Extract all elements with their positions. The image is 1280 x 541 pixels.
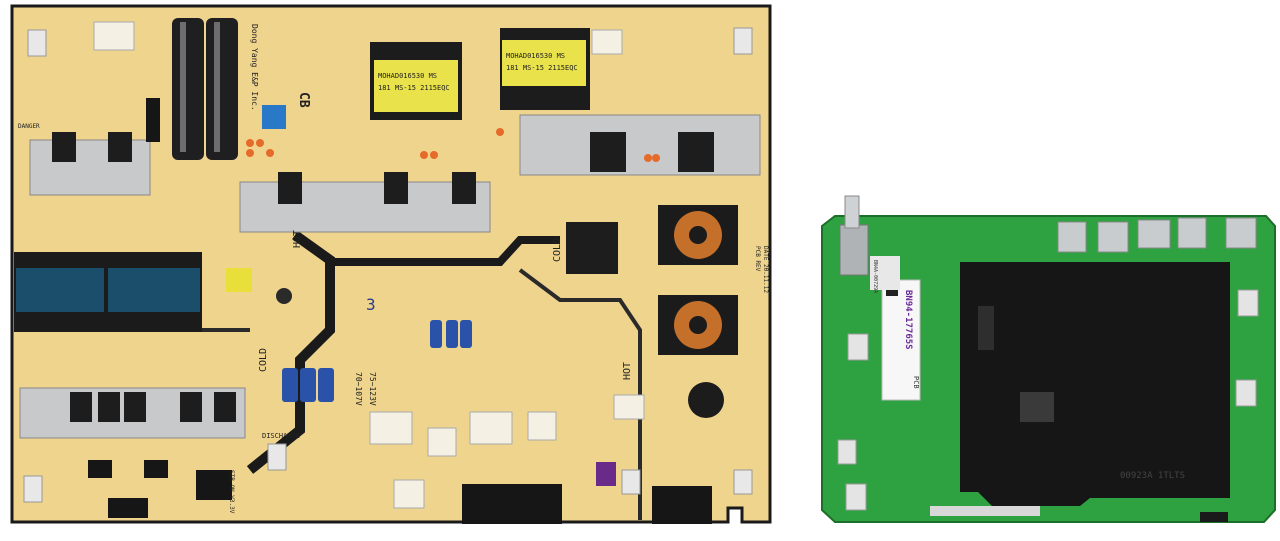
orange-capacitors [246,128,660,162]
isolation-slot [246,230,335,474]
handwritten-number: 3 [366,295,376,314]
mainboard-clips [837,289,1259,511]
bridge-rectifier [566,222,618,274]
varistor [688,382,724,418]
power-supply-board: MOHAD016530 MS 181 MS-15 2115EQC MOHAD01… [10,4,772,524]
hdmi-port [978,306,994,350]
common-mode-chokes [658,205,738,355]
mainboard-ports [1057,217,1257,253]
antenna-connector [844,195,860,229]
film-capacitors [93,21,645,509]
pfc-inductors [14,252,202,332]
black-shield [960,262,1230,506]
purple-sticker [596,462,616,486]
chip-marking: 00923A 1TLTS [1120,471,1185,481]
label-hot-right: HOT [622,362,633,380]
label-hot-left: HOT [292,230,303,248]
transistors [52,132,714,422]
label-stb: STB ON V3.3V [228,470,235,514]
blue-trimpot [262,105,286,129]
label-voltage-1: 70~107V [354,372,363,406]
rf-tuner-can [839,224,869,276]
transformer-2: MOHAD016530 MS 181 MS-15 2115EQC [500,28,590,110]
transformer-1: MOHAD016530 MS 181 MS-15 2115EQC [370,42,462,120]
ribbon-connector [930,506,1040,516]
isolation-slot [330,236,560,266]
part-number-sticker [881,279,921,401]
shield-inductor [1020,392,1054,422]
label-danger: DANGER [18,123,40,130]
label-date: DATE 20.11.12 [762,246,769,293]
label-discharge: DISCHARGE [262,432,300,440]
psu-connectors [88,98,712,524]
heatsink-right-top [519,114,761,176]
svg-text:MOHAD016530 MS: MOHAD016530 MS [506,52,565,60]
bottom-connector [1200,512,1228,522]
small-sticker [870,256,900,290]
part-number: BN94-17765S [903,290,913,350]
svg-text:181 MS-15 2115EQC: 181 MS-15 2115EQC [506,64,578,72]
label-voltage-2: 75~123V [368,372,377,406]
label-pcb-rev: PCB REV [754,246,761,272]
pcb-label: PCB [912,376,920,389]
label-cold-right: COLD [552,238,563,262]
label-cb: CB [296,92,311,108]
isolation-slot [518,268,642,520]
blue-capacitors [282,320,472,402]
yellow-capacitor [226,268,252,292]
svg-text:181 MS-15 2115EQC: 181 MS-15 2115EQC [378,84,450,92]
label-maker: Dong Yang E&P Inc. [250,24,259,111]
main-board: BN94-17765S PCB BN4A-00729A 00923A 1TLTS [821,195,1276,523]
label-cold-left: COLD [258,348,269,372]
svg-text:MOHAD016530 MS: MOHAD016530 MS [378,72,437,80]
bulk-capacitors [172,18,238,160]
small-electrolytic [276,288,292,304]
mounting-clips [23,27,753,503]
svg-text:BN4A-00729A: BN4A-00729A [872,260,878,293]
